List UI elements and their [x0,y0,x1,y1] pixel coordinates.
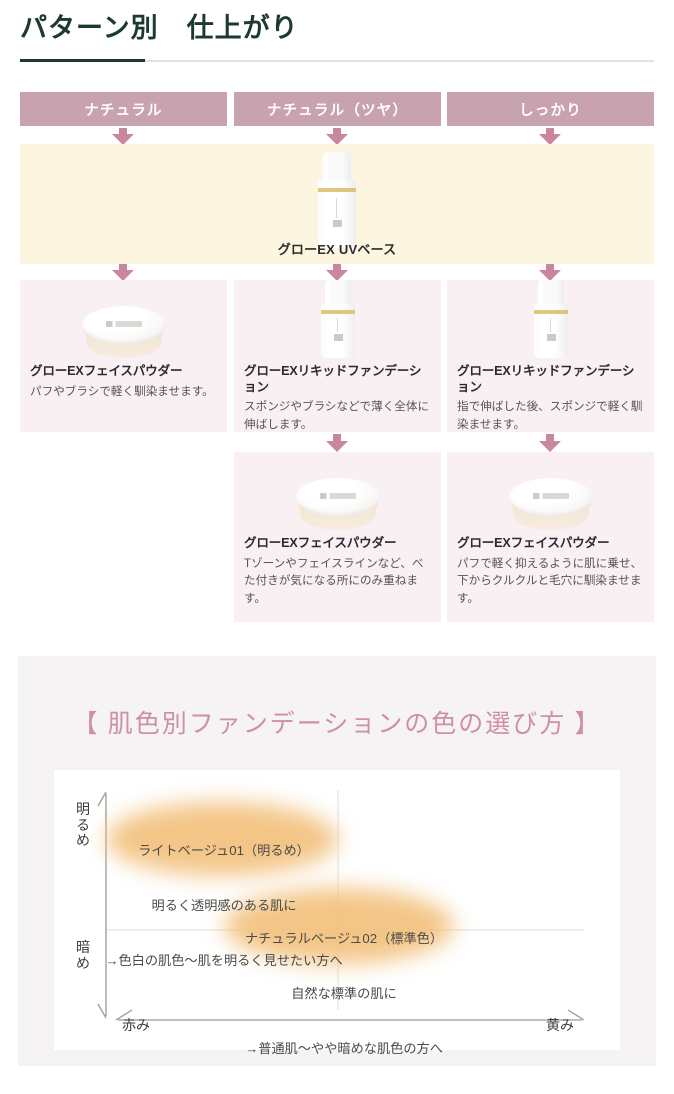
product-description: Tゾーンやフェイスラインなど、べた付きが気になる所にのみ重ねます。 [244,556,424,605]
shade-desc: 明るく透明感のある肌に [151,898,297,914]
shade-section-title: 【 肌色別ファンデーションの色の選び方 】 [72,711,602,738]
product-card: グローEXリキッドファンデーション スポンジやブラシなどで薄く全体に伸ばします。 [234,280,441,432]
down-arrow-icon [326,434,348,452]
uv-base-step: グローEX UVベース [20,144,654,264]
product-description: パフやブラシで軽く馴染ませます。 [30,384,214,398]
face-powder-compact-icon [30,286,217,358]
shade-label-natural-beige: ナチュラルベージュ02（標準色） 自然な標準の肌に →普通肌〜やや暗めな肌色の方… [204,894,484,1094]
shade-matrix-chart: ライトベージュ01（明るめ） 明るく透明感のある肌に →色白の肌色〜肌を明るく見… [54,770,620,1056]
column-header-label: ナチュラル（ツヤ） [266,102,409,119]
column-header-natural-glow: ナチュラル（ツヤ） [234,92,441,126]
page-title: パターン別 仕上がり [20,13,299,43]
down-arrow-icon [539,434,561,452]
title-rule-accent [20,59,145,62]
down-arrow-icon [326,264,348,281]
shade-desc: 自然な標準の肌に [291,986,397,1002]
shade-blob-light-beige [106,802,338,876]
title-rule [20,60,654,62]
shade-name: ナチュラルベージュ02（標準色） [244,931,444,947]
product-name: グローEXフェイスパウダー [30,364,183,378]
column-header-label: しっかり [519,102,582,119]
uv-base-product-name: グローEX UVベース [277,242,397,257]
face-powder-compact-icon [457,458,644,530]
product-name: グローEXリキッドファンデーション [457,364,635,394]
y-axis-top-label: 明るめ [76,801,90,849]
shade-target: →普通肌〜やや暗めな肌色の方へ [245,1040,443,1056]
column-header-natural: ナチュラル [20,92,227,126]
y-axis-bottom-label: 暗め [76,939,90,971]
shade-label-light-beige: ライトベージュ01（明るめ） 明るく透明感のある肌に →色白の肌色〜肌を明るく見… [84,806,364,1006]
product-card: グローEXフェイスパウダー パフやブラシで軽く馴染ませます。 [20,280,227,432]
x-axis-right-label: 黄み [546,1017,574,1033]
shade-blob-natural-beige [224,888,454,964]
product-card: グローEXフェイスパウダー パフで軽く抑えるように肌に乗せ、下からクルクルと毛穴… [447,452,654,622]
product-card: グローEXリキッドファンデーション 指で伸ばした後、スポンジで軽く馴染ませます。 [447,280,654,432]
liquid-foundation-bottle-icon [244,280,431,358]
shade-name: ライトベージュ01（明るめ） [138,843,310,859]
product-description: パフで軽く抑えるように肌に乗せ、下からクルクルと毛穴に馴染ませます。 [457,556,643,605]
product-name: グローEXフェイスパウダー [457,536,610,550]
column-header-full: しっかり [447,92,654,126]
shade-target: →色白の肌色〜肌を明るく見せたい方へ [105,952,343,968]
liquid-foundation-bottle-icon [457,280,644,358]
down-arrow-icon [539,128,561,145]
product-card: グローEXフェイスパウダー Tゾーンやフェイスラインなど、べた付きが気になる所に… [234,452,441,622]
face-powder-compact-icon [244,458,431,530]
column-header-label: ナチュラル [84,102,163,119]
product-description: 指で伸ばした後、スポンジで軽く馴染ませます。 [457,400,643,431]
down-arrow-icon [112,264,134,281]
product-name: グローEXフェイスパウダー [244,536,397,550]
product-description: スポンジやブラシなどで薄く全体に伸ばします。 [244,400,430,431]
shade-selection-panel: 【 肌色別ファンデーションの色の選び方 】 ライトベージュ01（明るめ） 明るく… [18,656,656,1066]
pattern-flow-diagram: ナチュラル ナチュラル（ツヤ） しっかり グローEX UVベース [0,92,674,622]
down-arrow-icon [326,128,348,145]
down-arrow-icon [539,264,561,281]
product-name: グローEXリキッドファンデーション [244,364,422,394]
x-axis-left-label: 赤み [122,1017,150,1033]
down-arrow-icon [112,128,134,145]
uv-base-bottle-icon [318,152,356,248]
